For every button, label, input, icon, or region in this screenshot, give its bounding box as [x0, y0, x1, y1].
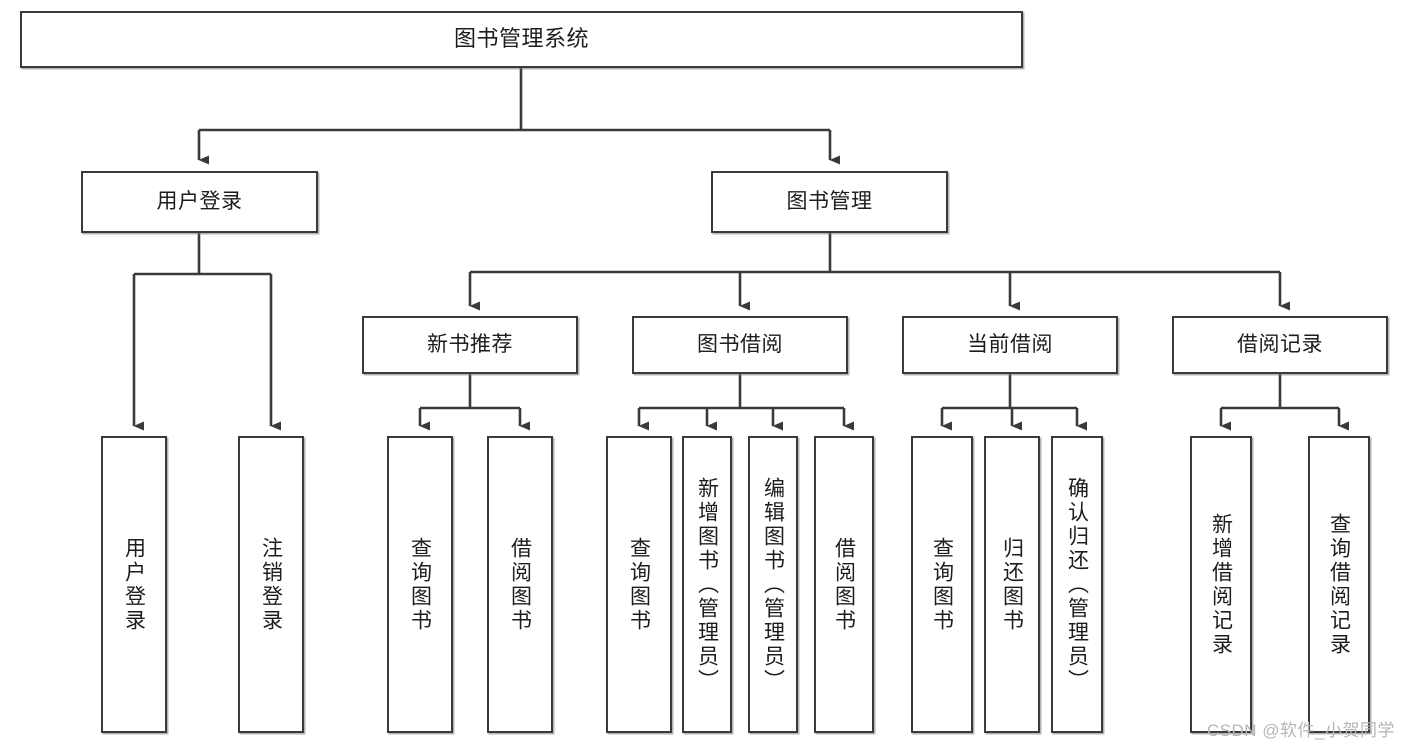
node-label: 借阅图书 [508, 536, 532, 633]
leaf-add-borrow-record[interactable]: 新增借阅记录 [1190, 436, 1252, 733]
node-root-system[interactable]: 图书管理系统 [20, 11, 1023, 68]
leaf-query-borrow-record[interactable]: 查询借阅记录 [1308, 436, 1370, 733]
node-label: 查询借阅记录 [1327, 512, 1351, 657]
node-label: 用户登录 [122, 536, 146, 633]
node-current-borrow[interactable]: 当前借阅 [902, 316, 1118, 374]
node-label: 图书借阅 [697, 332, 783, 356]
leaf-edit-book-admin[interactable]: 编辑图书（管理员） [748, 436, 798, 733]
node-label: 借阅记录 [1237, 332, 1323, 356]
node-label: 当前借阅 [967, 332, 1053, 356]
node-book-manage[interactable]: 图书管理 [711, 171, 948, 233]
node-label: 查询图书 [930, 536, 954, 633]
leaf-query-book-from-borrow[interactable]: 查询图书 [606, 436, 672, 733]
node-borrow-record[interactable]: 借阅记录 [1172, 316, 1388, 374]
node-label: 查询图书 [408, 536, 432, 633]
node-label: 图书管理 [786, 189, 873, 213]
node-label: 新增借阅记录 [1209, 512, 1233, 657]
node-label: 新增图书（管理员） [695, 476, 719, 693]
leaf-confirm-return-admin[interactable]: 确认归还（管理员） [1051, 436, 1103, 733]
leaf-borrow-book-from-borrow[interactable]: 借阅图书 [814, 436, 874, 733]
node-label: 用户登录 [156, 189, 243, 213]
node-new-book-recommend[interactable]: 新书推荐 [362, 316, 578, 374]
leaf-user-logout[interactable]: 注销登录 [238, 436, 304, 733]
node-label: 查询图书 [627, 536, 651, 633]
node-book-borrow[interactable]: 图书借阅 [632, 316, 848, 374]
leaf-return-book[interactable]: 归还图书 [984, 436, 1040, 733]
leaf-query-book-from-current[interactable]: 查询图书 [911, 436, 973, 733]
leaf-query-book-from-recommend[interactable]: 查询图书 [387, 436, 453, 733]
leaf-add-book-admin[interactable]: 新增图书（管理员） [682, 436, 732, 733]
leaf-borrow-book-from-recommend[interactable]: 借阅图书 [487, 436, 553, 733]
node-label: 编辑图书（管理员） [761, 476, 785, 693]
node-user-login[interactable]: 用户登录 [81, 171, 318, 233]
watermark-text: CSDN @软件_小贺同学 [1206, 721, 1395, 740]
leaf-user-login[interactable]: 用户登录 [101, 436, 167, 733]
node-label: 图书管理系统 [453, 26, 589, 52]
node-label: 确认归还（管理员） [1065, 476, 1089, 693]
node-label: 新书推荐 [427, 332, 513, 356]
node-label: 归还图书 [1000, 536, 1024, 633]
node-label: 注销登录 [259, 536, 283, 633]
node-label: 借阅图书 [832, 536, 856, 633]
